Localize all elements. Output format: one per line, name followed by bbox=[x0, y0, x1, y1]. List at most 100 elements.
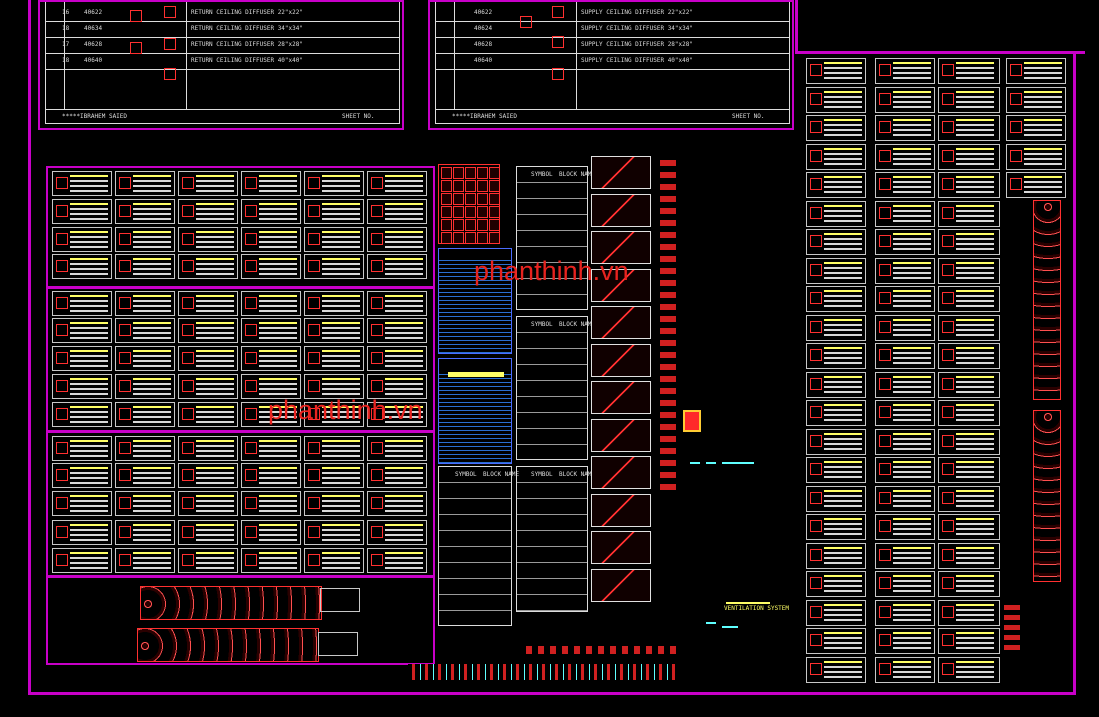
block-tile bbox=[52, 402, 112, 427]
block-tile bbox=[367, 254, 427, 279]
block-tile bbox=[241, 436, 301, 461]
equipment-box bbox=[591, 456, 651, 489]
diffuser-symbol-icon bbox=[520, 16, 532, 28]
block-tile bbox=[806, 314, 866, 341]
block-tile bbox=[938, 542, 1000, 569]
block-tile bbox=[367, 491, 427, 516]
block-tile bbox=[875, 485, 935, 512]
grid-symbol-icon bbox=[489, 219, 500, 231]
block-tile bbox=[938, 257, 1000, 284]
block-tile bbox=[241, 291, 301, 316]
grid-symbol-icon bbox=[441, 193, 452, 205]
block-tile bbox=[178, 254, 238, 279]
block-tile bbox=[52, 374, 112, 399]
block-tile bbox=[178, 171, 238, 196]
block-tile bbox=[938, 143, 1000, 170]
block-tile bbox=[938, 286, 1000, 312]
block-tile bbox=[806, 571, 866, 597]
legend-block-name-header: BLOCK NAME bbox=[559, 321, 596, 328]
block-tile bbox=[115, 374, 175, 399]
block-tile bbox=[806, 200, 866, 227]
footer-sheet: SHEET NO. bbox=[732, 113, 765, 120]
block-tile bbox=[115, 227, 175, 252]
block-tile bbox=[115, 346, 175, 371]
footer-name: *****IBRAHEM SAIED bbox=[452, 113, 518, 120]
grid-symbol-icon bbox=[441, 167, 452, 179]
block-tile bbox=[178, 548, 238, 573]
grid-symbol-icon bbox=[465, 232, 476, 244]
grid-symbol-icon bbox=[453, 232, 464, 244]
block-tile bbox=[806, 143, 866, 170]
schedule-row: 40624 SUPPLY CEILING DIFFUSER 34"x34" bbox=[436, 21, 789, 38]
legend-symbol-header: SYMBOL bbox=[531, 321, 553, 328]
schedule-row: 17 40628 RETURN CEILING DIFFUSER 28"x28" bbox=[46, 37, 399, 54]
equipment-box bbox=[591, 343, 651, 377]
block-tile bbox=[115, 463, 175, 488]
frame-notch-cover bbox=[795, 0, 1085, 54]
grid-symbol-icon bbox=[489, 206, 500, 218]
block-tile bbox=[875, 115, 935, 141]
equipment-box bbox=[591, 568, 651, 602]
block-tile bbox=[938, 514, 1000, 540]
block-tile bbox=[178, 318, 238, 343]
block-tile bbox=[52, 548, 112, 573]
block-tile bbox=[241, 318, 301, 343]
grid-symbol-icon bbox=[453, 193, 464, 205]
footer-name: *****IBRAHEM SAIED bbox=[62, 113, 128, 120]
grid-symbol-icon bbox=[453, 219, 464, 231]
legend-table-1: SYMBOL BLOCK NAME bbox=[516, 166, 595, 310]
block-tile bbox=[938, 628, 1000, 654]
block-tile bbox=[806, 485, 866, 512]
footer-sheet: SHEET NO. bbox=[342, 113, 375, 120]
block-tile bbox=[806, 371, 866, 398]
block-tile bbox=[52, 463, 112, 488]
block-tile bbox=[304, 227, 364, 252]
schedule-supply-diffusers: 40622 SUPPLY CEILING DIFFUSER 22"x22" 40… bbox=[428, 0, 794, 130]
block-tile bbox=[938, 229, 1000, 255]
legend-symbol-header: SYMBOL bbox=[531, 171, 553, 178]
schedule-row: 40622 SUPPLY CEILING DIFFUSER 22"x22" bbox=[436, 5, 789, 22]
grid-symbol-icon bbox=[441, 206, 452, 218]
grid-symbol-icon bbox=[465, 180, 476, 192]
schedule-row: 16 40622 RETURN CEILING DIFFUSER 22"x22" bbox=[46, 5, 399, 22]
drawing-frame bbox=[28, 0, 1076, 695]
block-tile bbox=[304, 318, 364, 343]
block-tile bbox=[938, 200, 1000, 227]
block-tile bbox=[875, 286, 935, 312]
block-tile bbox=[806, 656, 866, 683]
block-tile bbox=[875, 400, 935, 426]
grid-symbol-icon bbox=[489, 167, 500, 179]
block-tile bbox=[52, 436, 112, 461]
vertical-grille-2 bbox=[1033, 410, 1061, 582]
block-tile bbox=[875, 514, 935, 540]
block-tile bbox=[115, 254, 175, 279]
block-tile bbox=[938, 115, 1000, 141]
block-tile bbox=[241, 491, 301, 516]
block-tile bbox=[367, 346, 427, 371]
block-tile bbox=[938, 58, 1000, 84]
grid-symbol-icon bbox=[465, 219, 476, 231]
ladder-column bbox=[660, 154, 676, 494]
block-tile bbox=[52, 199, 112, 224]
block-tile bbox=[178, 346, 238, 371]
block-tile bbox=[304, 463, 364, 488]
legend-block-name-header: BLOCK NAME bbox=[559, 471, 596, 478]
block-tile bbox=[938, 343, 1000, 369]
grille-strip-1 bbox=[140, 586, 322, 620]
legend-table-2: SYMBOL BLOCK NAME bbox=[516, 316, 595, 460]
block-tile bbox=[178, 491, 238, 516]
grid-symbol-icon bbox=[465, 193, 476, 205]
block-tile bbox=[1006, 58, 1066, 84]
block-tile bbox=[875, 457, 935, 483]
block-tile bbox=[52, 318, 112, 343]
block-tile bbox=[115, 436, 175, 461]
grid-symbol-icon bbox=[489, 193, 500, 205]
equipment-box bbox=[591, 156, 651, 189]
grid-symbol-icon bbox=[489, 232, 500, 244]
block-tile bbox=[875, 200, 935, 227]
block-tile bbox=[875, 143, 935, 170]
block-tile bbox=[367, 291, 427, 316]
block-tile bbox=[115, 402, 175, 427]
block-tile bbox=[367, 171, 427, 196]
grid-symbol-icon bbox=[453, 180, 464, 192]
